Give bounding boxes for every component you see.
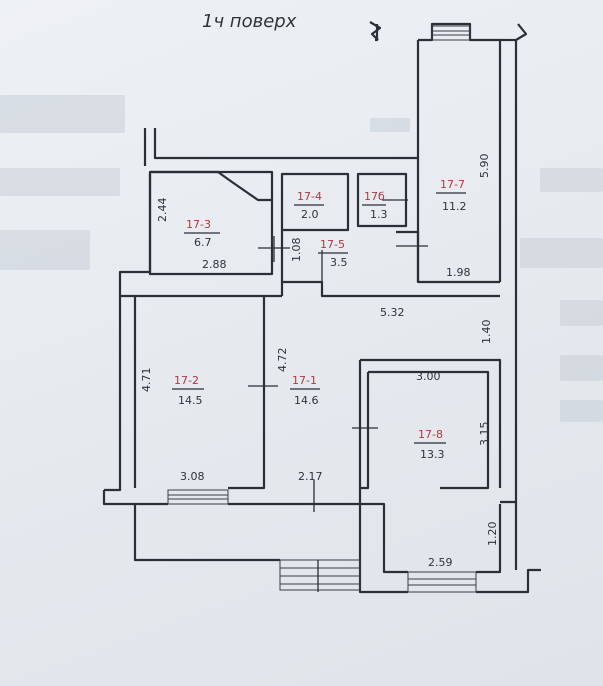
background-form-ghost: [0, 95, 603, 422]
room-17-2: 17-2 14.5: [172, 374, 204, 407]
room-17-7-area: 11.2: [442, 200, 467, 213]
dim-1-08: 1.08: [290, 238, 303, 263]
dim-3-15: 3.15: [478, 422, 491, 447]
room-17-5-area: 3.5: [330, 256, 348, 269]
room-17b-label: 17б: [364, 190, 385, 203]
room-17-7-label: 17-7: [440, 178, 465, 191]
room-labels: 17-1 14.6 17-2 14.5 17-3 6.7 17-4 2.0 17…: [172, 178, 467, 461]
room-17-5: 17-5 3.5: [318, 238, 348, 269]
room-17-3-area: 6.7: [194, 236, 212, 249]
room-17-3: 17-3 6.7: [184, 218, 220, 249]
dim-5-90: 5.90: [478, 154, 491, 179]
room-17-3-label: 17-3: [186, 218, 211, 231]
dim-2-17: 2.17: [298, 470, 323, 483]
exterior-walls: [102, 21, 541, 594]
room-17-7: 17-7 11.2: [436, 178, 467, 213]
dim-2-44: 2.44: [156, 198, 169, 223]
dim-1-40: 1.40: [480, 320, 493, 345]
room-17-8: 17-8 13.3: [414, 428, 446, 461]
room-17-5-label: 17-5: [320, 238, 345, 251]
room-17-1-label: 17-1: [292, 374, 317, 387]
dim-5-32: 5.32: [380, 306, 405, 319]
floor-title: 1ч поверх: [202, 11, 297, 32]
dim-3-00: 3.00: [416, 370, 441, 383]
room-17b-area: 1.3: [370, 208, 388, 221]
dim-4-72: 4.72: [276, 348, 289, 373]
room-17-8-area: 13.3: [420, 448, 445, 461]
dim-4-71: 4.71: [140, 368, 153, 393]
room-17-4-area: 2.0: [301, 208, 319, 221]
room-17b: 17б 1.3: [362, 190, 388, 221]
dim-1-20: 1.20: [486, 522, 499, 547]
dim-2-59: 2.59: [428, 556, 453, 569]
door-marks: [248, 199, 428, 592]
room-17-8-label: 17-8: [418, 428, 443, 441]
dim-3-08: 3.08: [180, 470, 205, 483]
room-17-4: 17-4 2.0: [294, 190, 324, 221]
room-17-2-label: 17-2: [174, 374, 199, 387]
room-17-1-area: 14.6: [294, 394, 319, 407]
room-17-4-label: 17-4: [297, 190, 322, 203]
windows: [167, 25, 477, 593]
room-17-2-area: 14.5: [178, 394, 203, 407]
dim-1-98: 1.98: [446, 266, 471, 279]
dimension-labels: 5.90 2.44 1.08 2.88 1.98 5.32 1.40 4.71 …: [140, 154, 499, 570]
room-17-1: 17-1 14.6: [290, 374, 320, 407]
dim-2-88: 2.88: [202, 258, 227, 271]
